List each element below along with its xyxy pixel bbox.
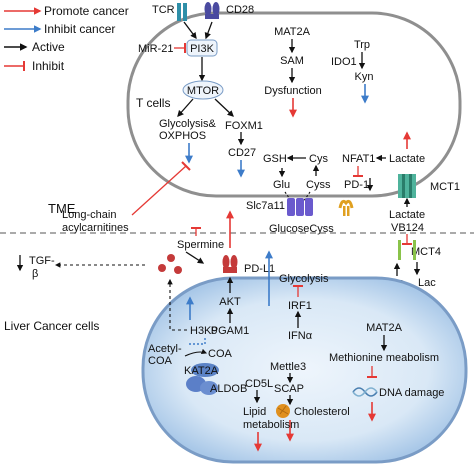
cholesterol-label: Cholesterol <box>294 406 350 418</box>
kyn-label: Kyn <box>355 71 374 83</box>
mtor-node <box>182 80 224 100</box>
longchain-line2: acylcarnitines <box>62 222 129 234</box>
pdl1-label: PD-L1 <box>244 263 275 275</box>
coa-label: COA <box>208 348 233 360</box>
ido1-label: IDO1 <box>331 56 357 68</box>
pgam1-label: PGAM1 <box>211 325 250 337</box>
dna-helix-icon <box>352 387 378 397</box>
mct4-label: MCT4 <box>411 246 441 258</box>
mir21-label: MiR-21 <box>138 43 173 55</box>
glucosecyss-label: GlucoseCyss <box>269 223 334 235</box>
kat2a-label: KAT2A <box>184 365 219 377</box>
tcr-receptor-icon <box>177 3 187 21</box>
pd1-receptor-icon <box>338 199 354 216</box>
glycolysis-oxphos-line1: Glycolysis& <box>159 118 217 130</box>
legend-promote: Promote cancer <box>44 4 129 18</box>
gsh-label: GSH <box>263 153 287 165</box>
h3k9-label: H3K9 <box>190 325 218 337</box>
legend-inhibit: Inhibit <box>32 59 65 73</box>
cd27-label: CD27 <box>228 147 256 159</box>
cd28-receptor-icon <box>204 2 220 19</box>
lactate-tcell-label: Lactate <box>389 153 425 165</box>
aldob-label: ALDOB <box>210 383 247 395</box>
glu-label: Glu <box>273 179 290 191</box>
lipid-line1: Lipid <box>243 406 266 418</box>
longchain-line1: Long-chain <box>62 209 116 221</box>
kat2a-enzyme-icon <box>191 363 219 377</box>
cd5l-label: CD5L <box>245 378 273 390</box>
trp-label: Trp <box>354 39 370 51</box>
slc7a11-transporter-icon <box>287 198 313 216</box>
methionine-label: Methionine meabolism <box>329 352 439 364</box>
acetyl-coa-line1: Acetyl- <box>148 343 182 355</box>
cholesterol-icon <box>276 404 290 418</box>
legend-active: Active <box>32 40 65 54</box>
mettle3-label: Mettle3 <box>270 361 306 373</box>
mtor-label: MTOR <box>187 85 219 97</box>
mct1-transporter-icon <box>398 174 416 198</box>
mat2a-liver-label: MAT2A <box>366 322 403 334</box>
liver-cells-label: Liver Cancer cells <box>4 319 99 333</box>
slc7a11-label: Slc7a11 <box>246 200 285 212</box>
irf1-label: IRF1 <box>288 300 312 312</box>
tcr-label: TCR <box>152 4 175 16</box>
spermine-label: Spermine <box>177 239 224 251</box>
pd1-label: PD-1 <box>344 179 369 191</box>
glycolysis-liver-label: Glycolysis <box>279 273 329 285</box>
pdl1-receptor-icon <box>222 255 238 273</box>
tgf-label: TGF- <box>29 255 55 267</box>
mct4-transporter-icon <box>398 240 416 260</box>
foxm1-label: FOXM1 <box>225 120 263 132</box>
tgf-beta-label: β <box>32 268 38 280</box>
sam-label: SAM <box>280 55 304 67</box>
vb124-label: VB124 <box>391 222 424 234</box>
legend-inhibit-cancer: Inhibit cancer <box>44 22 115 36</box>
acetyl-coa-line2: COA <box>148 355 173 367</box>
cd28-label: CD28 <box>226 4 254 16</box>
aldob-enzyme-icon <box>186 376 218 395</box>
mat2a-tcell-label: MAT2A <box>274 26 311 38</box>
tcells-label: T cells <box>136 96 170 110</box>
tcell-membrane <box>126 11 462 198</box>
glycolysis-oxphos-line2: OXPHOS <box>159 130 206 142</box>
legend: Promote cancer Inhibit cancer Active Inh… <box>4 4 129 73</box>
dna-damage-label: DNA damage <box>379 387 444 399</box>
nfat1-label: NFAT1 <box>342 153 375 165</box>
liver-cell-membrane <box>141 276 468 464</box>
pi3k-node <box>186 39 218 57</box>
akt-label: AKT <box>219 296 241 308</box>
lipid-line2: metabolism <box>243 419 299 431</box>
cyss-label: Cyss <box>306 179 331 191</box>
tgf-beta-molecule-icon <box>158 254 182 274</box>
mct1-label: MCT1 <box>430 181 460 193</box>
lactate-tme-label: Lactate <box>389 209 425 221</box>
pi3k-label: PI3K <box>190 43 215 55</box>
dysfunction-label: Dysfunction <box>264 85 321 97</box>
lac-right-label: Lac <box>418 277 436 289</box>
ifna-label: IFNα <box>288 330 313 342</box>
cys-label: Cys <box>309 153 328 165</box>
tme-label: TME <box>48 201 76 216</box>
scap-label: SCAP <box>274 383 304 395</box>
